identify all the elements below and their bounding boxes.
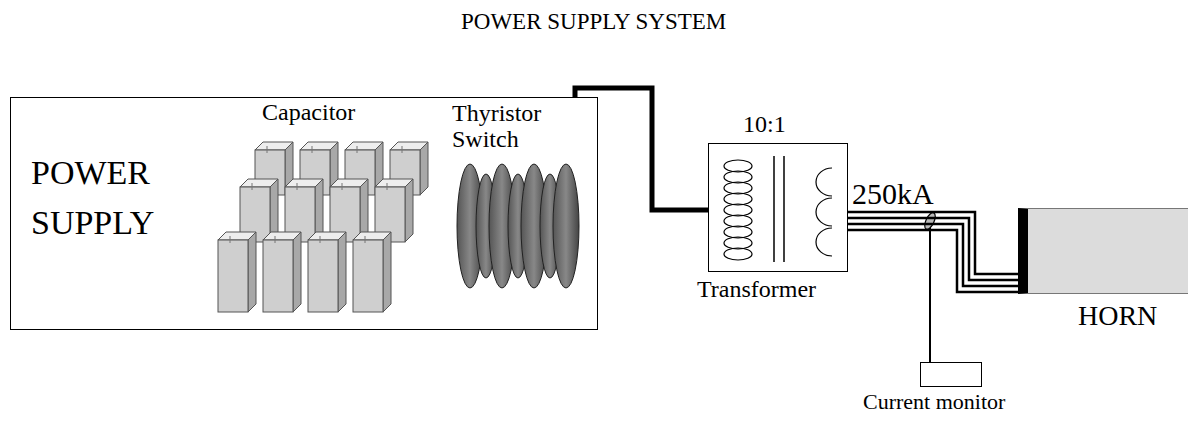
ratio-label: 10:1 <box>743 112 786 137</box>
horn-body: HORN <box>1018 208 1188 294</box>
component-label: Thyristor Switch <box>452 100 564 152</box>
capacitor-bank <box>218 142 428 312</box>
component-label: Capacitor <box>262 100 355 125</box>
node-label: POWER SUPPLY <box>31 148 206 248</box>
current-sensor <box>923 211 938 362</box>
bus-bars <box>848 212 1018 292</box>
transformer-windings <box>724 156 832 262</box>
node-label: HORN <box>1078 301 1157 330</box>
diagram-title: POWER SUPPLY SYSTEM <box>461 10 726 34</box>
current-monitor-box: Current monitor <box>920 362 982 387</box>
cable <box>575 88 708 210</box>
node-label: Transformer <box>697 277 816 302</box>
current-label: 250kA <box>850 178 936 210</box>
thyristor-stack <box>457 164 579 288</box>
node-label: Current monitor <box>863 390 1005 413</box>
transformer-box: 10:1Transformer <box>708 143 848 272</box>
